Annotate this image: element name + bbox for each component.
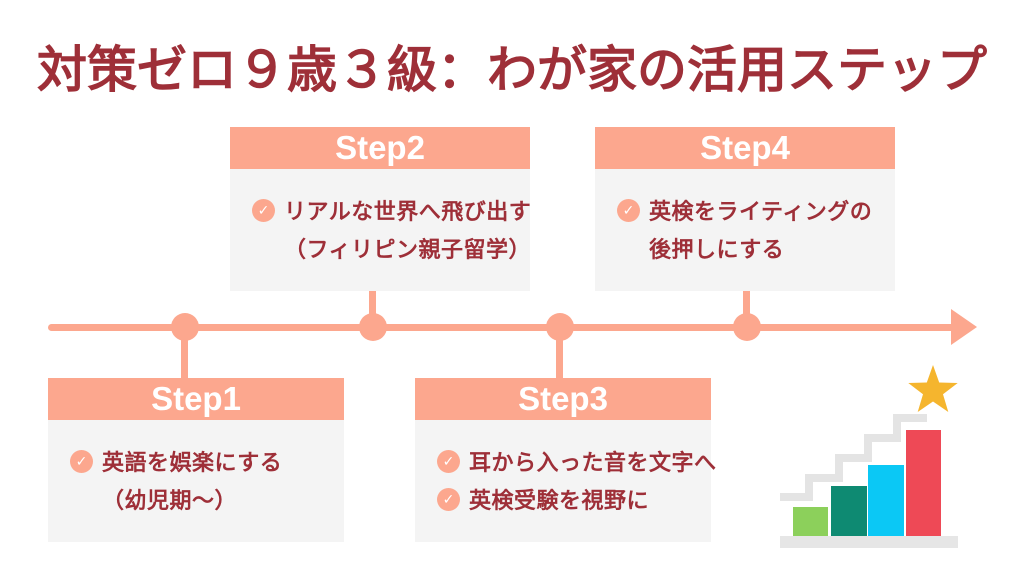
checklist-item-text: 英検をライティングの bbox=[649, 199, 873, 224]
step3-body: ✓ 耳から入った音を文字へ ✓ 英検受験を視野に bbox=[415, 420, 716, 542]
checklist-item: ✓ （フィリピン親子留学） bbox=[252, 229, 531, 267]
bar-red bbox=[906, 430, 941, 536]
checklist-item-text: リアルな世界へ飛び出す bbox=[284, 199, 532, 224]
checklist-item-text: 英語を娯楽にする bbox=[102, 450, 283, 475]
check-glyph: ✓ bbox=[442, 490, 455, 507]
checklist-item: ✓ 英検受験を視野に bbox=[437, 480, 703, 518]
checklist-item: ✓ 後押しにする bbox=[617, 229, 887, 267]
check-circle-icon: ✓ bbox=[437, 449, 460, 473]
growth-chart-svg bbox=[780, 365, 958, 548]
check-circle-icon: ✓ bbox=[437, 487, 460, 511]
bar-teal bbox=[831, 486, 867, 536]
checklist-item-text: 英検受験を視野に bbox=[469, 488, 650, 513]
check-circle-icon: ✓ bbox=[617, 198, 640, 222]
checklist-item: ✓ 英検をライティングの bbox=[617, 191, 887, 229]
timeline-connector-step3 bbox=[556, 331, 563, 378]
check-glyph: ✓ bbox=[75, 452, 88, 469]
checklist-item: ✓ 耳から入った音を文字へ bbox=[437, 442, 716, 480]
step4-header: Step4 bbox=[595, 127, 895, 169]
page-title: 対策ゼロ９歳３級：わが家の活用ステップ bbox=[37, 42, 987, 98]
check-circle-icon: ✓ bbox=[70, 449, 93, 473]
timeline-connector-step2 bbox=[369, 287, 376, 324]
step3-card: Step3 ✓ 耳から入った音を文字へ ✓ 英検受験を視野に bbox=[415, 378, 716, 542]
checklist-item: ✓ 英語を娯楽にする bbox=[70, 442, 336, 480]
check-glyph: ✓ bbox=[622, 201, 635, 218]
bar-green bbox=[793, 507, 828, 536]
check-glyph: ✓ bbox=[257, 201, 270, 218]
arrow-right-icon bbox=[951, 309, 977, 345]
chart-base bbox=[780, 536, 958, 548]
step3-header: Step3 bbox=[415, 378, 711, 420]
check-glyph: ✓ bbox=[442, 452, 455, 469]
timeline-connector-step1 bbox=[181, 331, 188, 378]
step1-body: ✓ 英語を娯楽にする ✓ （幼児期〜） bbox=[48, 420, 344, 542]
checklist-item: ✓ リアルな世界へ飛び出す bbox=[252, 191, 531, 229]
bar-cyan bbox=[868, 465, 904, 536]
step1-card: Step1 ✓ 英語を娯楽にする ✓ （幼児期〜） bbox=[48, 378, 344, 542]
step2-header: Step2 bbox=[230, 127, 530, 169]
step2-body: ✓ リアルな世界へ飛び出す ✓ （フィリピン親子留学） bbox=[230, 169, 531, 291]
stairs-line bbox=[780, 414, 927, 501]
checklist-item-text: （幼児期〜） bbox=[102, 488, 238, 513]
timeline-connector-step4 bbox=[743, 287, 750, 324]
growth-chart-illustration bbox=[770, 365, 970, 555]
checklist-item-text: 後押しにする bbox=[649, 237, 785, 262]
star-icon bbox=[908, 365, 958, 412]
step4-card: Step4 ✓ 英検をライティングの ✓ 後押しにする bbox=[595, 127, 895, 291]
checklist-item: ✓ （幼児期〜） bbox=[70, 480, 336, 518]
step4-body: ✓ 英検をライティングの ✓ 後押しにする bbox=[595, 169, 895, 291]
step2-card: Step2 ✓ リアルな世界へ飛び出す ✓ （フィリピン親子留学） bbox=[230, 127, 531, 291]
timeline-line bbox=[48, 324, 956, 331]
check-circle-icon: ✓ bbox=[252, 198, 275, 222]
step1-header: Step1 bbox=[48, 378, 344, 420]
checklist-item-text: 耳から入った音を文字へ bbox=[469, 450, 717, 475]
checklist-item-text: （フィリピン親子留学） bbox=[284, 237, 532, 262]
